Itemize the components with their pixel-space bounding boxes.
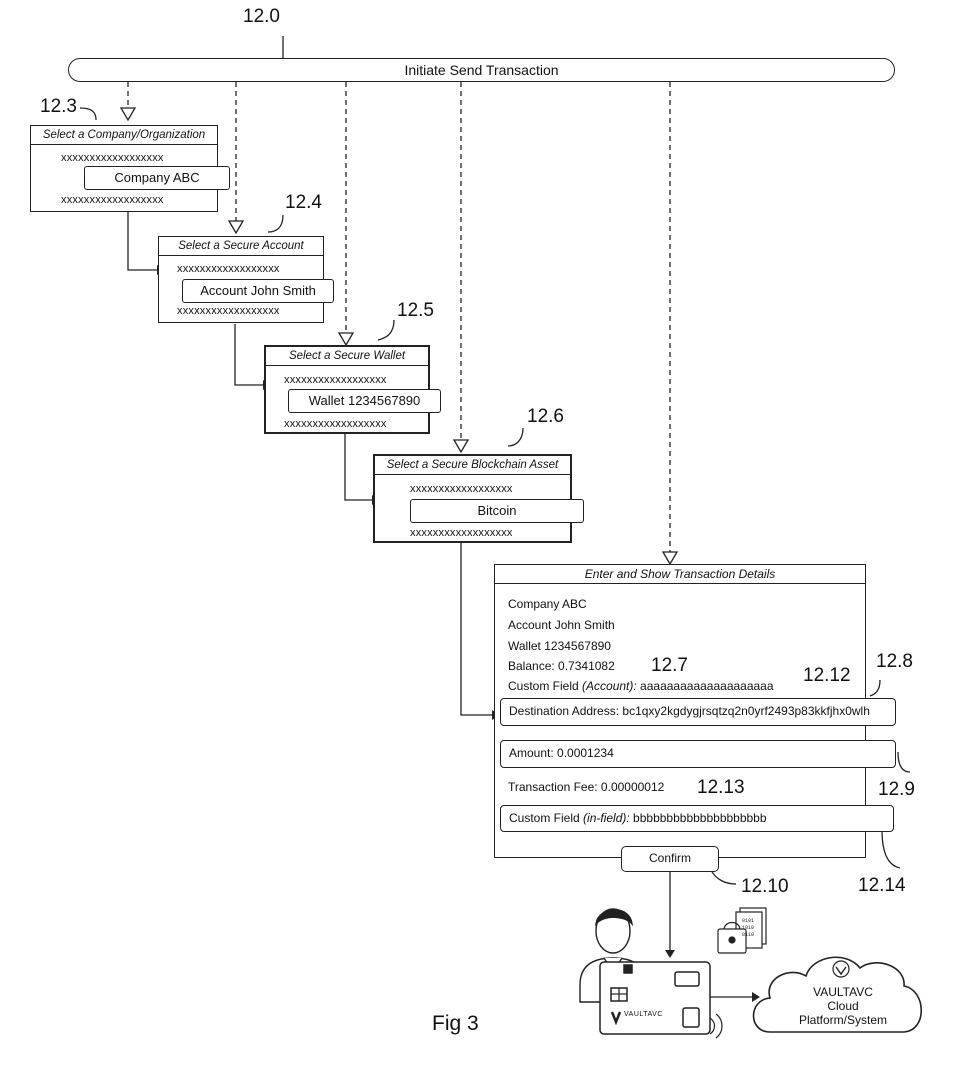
destination-address-field[interactable]: Destination Address: bc1qxy2kgdygjrsqtzq… xyxy=(500,698,896,726)
banner-label: Initiate Send Transaction xyxy=(404,62,558,78)
asset-filler-top: xxxxxxxxxxxxxxxxxx xyxy=(410,483,513,495)
company-panel-header: Select a Company/Organization xyxy=(31,126,217,145)
custom-account-prefix: Custom Field xyxy=(508,679,582,693)
company-filler-bottom: xxxxxxxxxxxxxxxxxx xyxy=(61,194,164,206)
cloud-line-cloud: Cloud xyxy=(798,999,888,1013)
figure-label: Fig 3 xyxy=(432,1012,479,1036)
ref-12-4: 12.4 xyxy=(285,192,322,214)
asset-option-selected[interactable]: Bitcoin xyxy=(410,499,584,523)
ref-12-9: 12.9 xyxy=(878,779,915,801)
custom-account-italic: (Account): xyxy=(582,679,637,693)
wallet-option-selected[interactable]: Wallet 1234567890 xyxy=(288,389,441,413)
amount-text: Amount: 0.0001234 xyxy=(509,746,614,760)
custom-infield-value: bbbbbbbbbbbbbbbbbbbb xyxy=(630,811,767,825)
custom-infield-field[interactable]: Custom Field (in-field): bbbbbbbbbbbbbbb… xyxy=(500,805,894,832)
custom-account-value: aaaaaaaaaaaaaaaaaaaa xyxy=(637,679,774,693)
ref-12-13: 12.13 xyxy=(697,777,745,799)
wallet-filler-bottom: xxxxxxxxxxxxxxxxxx xyxy=(284,418,387,430)
confirm-button[interactable]: Confirm xyxy=(621,846,719,872)
ref-12-5: 12.5 xyxy=(397,300,434,322)
ref-12-14: 12.14 xyxy=(858,875,906,897)
detail-transaction-fee: Transaction Fee: 0.00000012 xyxy=(508,780,664,794)
account-filler-top: xxxxxxxxxxxxxxxxxx xyxy=(177,263,280,275)
ref-12-8: 12.8 xyxy=(876,651,913,673)
card-brand-label: VAULTAVC xyxy=(624,1011,663,1018)
detail-account: Account John Smith xyxy=(508,618,615,632)
ref-12-10: 12.10 xyxy=(741,876,789,898)
account-filler-bottom: xxxxxxxxxxxxxxxxxx xyxy=(177,305,280,317)
ref-12-12: 12.12 xyxy=(803,665,851,687)
destination-address-text: Destination Address: bc1qxy2kgdygjrsqtzq… xyxy=(509,704,870,718)
asset-panel-header: Select a Secure Blockchain Asset xyxy=(375,456,570,475)
ref-12-6: 12.6 xyxy=(527,406,564,428)
detail-balance: Balance: 0.7341082 xyxy=(508,659,615,673)
wallet-selected-label: Wallet 1234567890 xyxy=(309,393,421,408)
cloud-line-brand: VAULTAVC xyxy=(798,985,888,999)
cloud-line-platform: Platform/System xyxy=(798,1013,888,1027)
company-selected-label: Company ABC xyxy=(114,170,199,185)
ref-12-0: 12.0 xyxy=(243,6,280,28)
detail-wallet: Wallet 1234567890 xyxy=(508,639,611,653)
account-panel-header: Select a Secure Account xyxy=(159,237,323,256)
asset-filler-bottom: xxxxxxxxxxxxxxxxxx xyxy=(410,527,513,539)
account-option-selected[interactable]: Account John Smith xyxy=(182,279,334,303)
details-panel-header: Enter and Show Transaction Details xyxy=(495,565,865,584)
detail-company: Company ABC xyxy=(508,597,587,611)
asset-selected-label: Bitcoin xyxy=(477,503,516,518)
cloud-label: VAULTAVC Cloud Platform/System xyxy=(798,985,888,1027)
confirm-label: Confirm xyxy=(649,851,691,865)
wallet-panel-header: Select a Secure Wallet xyxy=(266,347,428,366)
wallet-filler-top: xxxxxxxxxxxxxxxxxx xyxy=(284,374,387,386)
custom-infield-prefix: Custom Field xyxy=(509,811,583,825)
company-filler-top: xxxxxxxxxxxxxxxxxx xyxy=(61,152,164,164)
detail-custom-account: Custom Field (Account): aaaaaaaaaaaaaaaa… xyxy=(508,679,774,693)
ref-12-3: 12.3 xyxy=(40,96,77,118)
amount-field[interactable]: Amount: 0.0001234 xyxy=(500,740,896,768)
account-selected-label: Account John Smith xyxy=(200,283,316,298)
custom-infield-italic: (in-field): xyxy=(583,811,630,825)
company-option-selected[interactable]: Company ABC xyxy=(84,166,230,190)
initiate-send-banner[interactable]: Initiate Send Transaction xyxy=(68,58,895,82)
ref-12-7: 12.7 xyxy=(651,655,688,677)
